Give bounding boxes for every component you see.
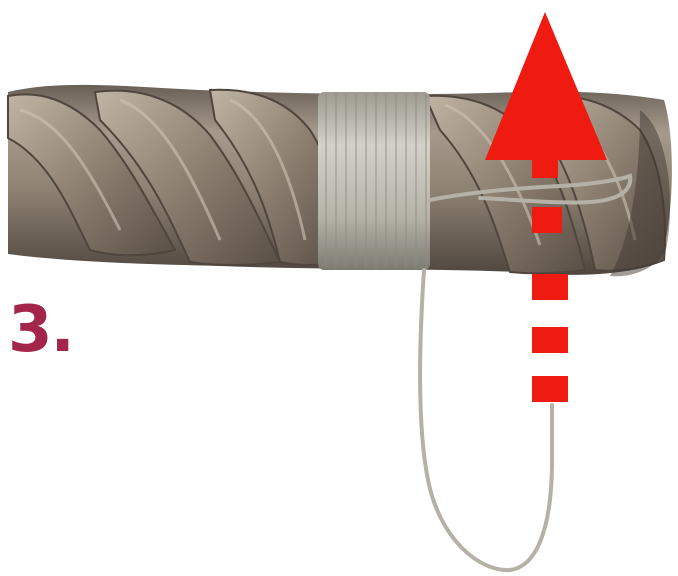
whipping-turns bbox=[318, 92, 430, 270]
step-number: 3. bbox=[8, 298, 73, 362]
